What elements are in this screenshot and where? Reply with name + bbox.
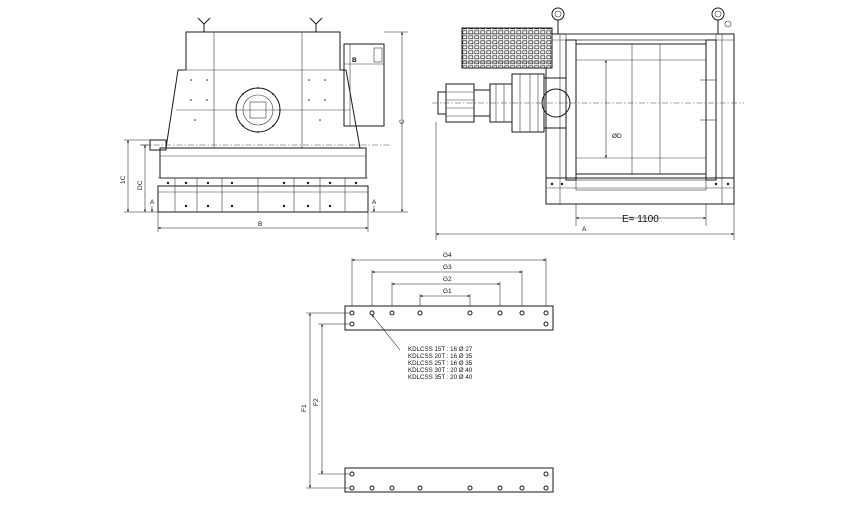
- bolt-spec-30t: KDLCSS 30T : 20 Ø 40: [408, 367, 473, 374]
- lifting-eye-right: [309, 17, 323, 32]
- plan-top-beam: [344, 305, 554, 331]
- drum-length-label: E= 1100: [622, 214, 659, 225]
- base-foot: [157, 185, 369, 213]
- base-ribs: [174, 178, 346, 212]
- dim-1c-label: 1C: [120, 175, 127, 184]
- lifting-eye-left: [197, 17, 211, 32]
- panel-bolts: [190, 79, 326, 121]
- base-frame: [159, 147, 367, 179]
- bolt-spec-15t: KDLCSS 15T : 16 Ø 27: [408, 346, 473, 353]
- lifting-shackle-left: [551, 7, 565, 34]
- bolt-spec-25t: KDLCSS 25T : 16 Ø 35: [408, 360, 473, 367]
- g2-label: G2: [443, 276, 452, 283]
- foot-mark-left: A: [150, 199, 155, 206]
- motor-label: B: [352, 57, 357, 64]
- dim-dc-label: DC: [137, 180, 144, 190]
- plan-bottom-beam: [344, 467, 554, 493]
- drum-diameter-label: ØD: [612, 133, 622, 140]
- g3-label: G3: [443, 264, 452, 271]
- bolt-table: KDLCSS 15T : 16 Ø 27 KDLCSS 20T : 16 Ø 3…: [408, 346, 473, 381]
- g4-label: G4: [443, 252, 452, 259]
- drum-flange-left: [565, 39, 577, 181]
- plan-bottom-bolts: [349, 471, 549, 491]
- side-view: ØD E= 1100 A: [432, 7, 744, 240]
- flange-bolts: [235, 87, 281, 133]
- lifting-shackle-right: [711, 7, 732, 34]
- bolt-spec-35t: KDLCSS 35T : 20 Ø 40: [408, 374, 473, 381]
- overall-length-label: A: [582, 226, 587, 233]
- f2-label: F2: [313, 398, 320, 406]
- side-base: [545, 177, 735, 205]
- f1-label: F1: [301, 404, 308, 412]
- winch-drum: [575, 43, 707, 175]
- drum-flange-right: [705, 39, 717, 181]
- foot-mark-right: A: [372, 199, 377, 206]
- guard-mesh: [461, 27, 553, 69]
- base-plan: G4 G3 G2 G1 F1 F2 KDLCSS 15T : 16 Ø 27 K…: [301, 252, 554, 493]
- dim-b-label: B: [258, 221, 262, 228]
- g1-label: G1: [443, 288, 452, 295]
- side-base-bolts: [550, 182, 730, 186]
- front-housing-outline: [165, 31, 361, 149]
- plan-top-bolts: [349, 310, 549, 327]
- base-bolts: [166, 181, 358, 208]
- bolt-leader: [371, 314, 401, 351]
- front-view: B C: [120, 17, 408, 232]
- dim-c-label: C: [399, 119, 406, 124]
- motor-box: [343, 43, 385, 127]
- bolt-spec-20t: KDLCSS 20T : 16 Ø 35: [408, 353, 473, 360]
